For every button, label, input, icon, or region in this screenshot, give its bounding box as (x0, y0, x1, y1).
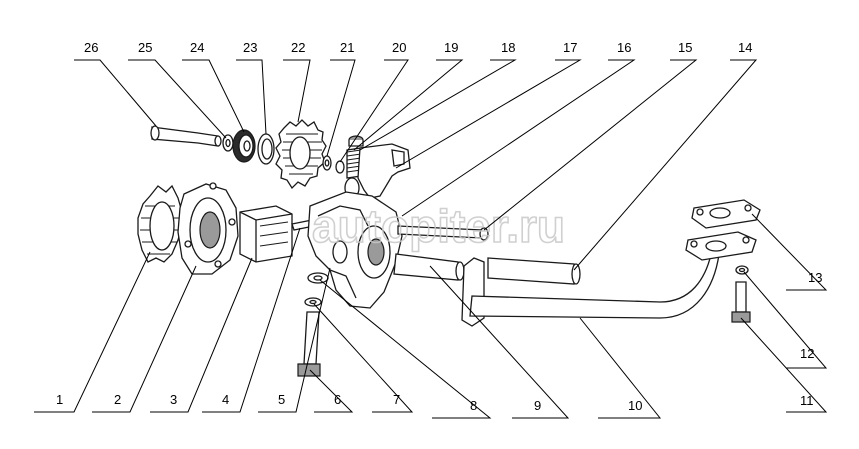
part-3-rotor (239, 205, 293, 263)
part-25-washer (222, 134, 234, 152)
label-17: 17 (563, 40, 577, 55)
part-21-ring (322, 155, 332, 171)
part-26-shaft (150, 125, 222, 147)
label-8: 8 (470, 398, 477, 413)
label-16: 16 (617, 40, 631, 55)
label-7: 7 (393, 392, 400, 407)
label-6: 6 (334, 392, 341, 407)
pump-housing (307, 191, 403, 309)
part-20-washer (335, 160, 345, 174)
label-1: 1 (56, 392, 63, 407)
label-10: 10 (628, 398, 642, 413)
label-15: 15 (678, 40, 692, 55)
label-22: 22 (291, 40, 305, 55)
part-22-gear (275, 119, 327, 190)
watermark: autopiter.ru (312, 200, 565, 252)
label-13: 13 (808, 270, 822, 285)
part-6-bolt (297, 311, 321, 377)
part-2-cover (177, 182, 239, 275)
label-11: 11 (800, 393, 814, 408)
leader-lines (34, 59, 828, 419)
part-11-bolt (731, 281, 751, 323)
label-18: 18 (501, 40, 515, 55)
part-7-washer (304, 297, 322, 307)
part-13-gasket (691, 199, 761, 229)
label-4: 4 (222, 392, 229, 407)
part-18-cap (348, 135, 364, 147)
label-14: 14 (738, 40, 752, 55)
label-3: 3 (170, 392, 177, 407)
label-9: 9 (534, 398, 541, 413)
label-12: 12 (800, 346, 814, 361)
part-8-washer (307, 272, 329, 284)
label-2: 2 (114, 392, 121, 407)
part-12-washer (735, 265, 749, 275)
label-21: 21 (340, 40, 354, 55)
label-26: 26 (84, 40, 98, 55)
part-24-bearing (232, 129, 256, 163)
label-5: 5 (278, 392, 285, 407)
part-1-gear (137, 184, 183, 263)
part-15-sleeve (487, 257, 581, 285)
label-20: 20 (392, 40, 406, 55)
part-9-tube (393, 253, 465, 281)
pipe-flange (685, 231, 757, 261)
label-24: 24 (190, 40, 204, 55)
label-25: 25 (138, 40, 152, 55)
label-19: 19 (444, 40, 458, 55)
part-16-bolt (397, 225, 489, 241)
part-23-ring (257, 133, 275, 165)
label-23: 23 (243, 40, 257, 55)
part-labels: 26 25 24 23 22 21 20 19 18 17 16 15 14 1… (56, 40, 822, 413)
